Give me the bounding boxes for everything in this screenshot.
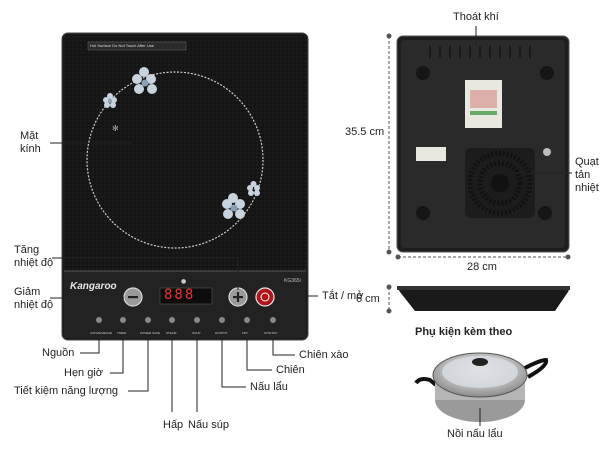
function-button-labels: CONVENIENCE TIMER POWER SAVE STEAM SOUP … xyxy=(86,327,286,335)
timer-button-icon[interactable] xyxy=(120,317,126,323)
label-on-off: Tắt / mở xyxy=(322,290,364,302)
power-save-button-icon[interactable] xyxy=(145,317,151,323)
hotpot-button-icon[interactable] xyxy=(219,317,225,323)
steam-button-icon[interactable] xyxy=(169,317,175,323)
btn-label-hotpot: HOTPOT xyxy=(215,331,228,335)
label-cooling-fan: Quạt tản nhiệt xyxy=(575,156,599,194)
svg-text:✻: ✻ xyxy=(112,124,119,133)
btn-label-timer: TIMER xyxy=(117,331,127,335)
label-hotpot: Nấu lẩu xyxy=(250,381,288,393)
increase-temperature-button[interactable] xyxy=(228,287,248,307)
warning-text: Hot Surface Do Not Touch After Use xyxy=(90,43,154,48)
led-display-frame xyxy=(159,287,213,305)
label-timer: Hẹn giờ xyxy=(64,367,104,379)
decrease-temperature-button[interactable] xyxy=(123,287,143,307)
flower-decoration-large xyxy=(132,67,157,94)
convenience-button-icon[interactable] xyxy=(96,317,102,323)
cooling-fan-grille xyxy=(465,148,535,218)
label-increase-temp: Tăng nhiệt độ xyxy=(14,244,54,269)
label-soup: Nấu súp xyxy=(188,419,229,431)
model-number: KG365i xyxy=(284,278,301,284)
btn-label-convenience: CONVENIENCE xyxy=(90,331,113,335)
label-steam: Hấp xyxy=(163,419,184,431)
label-power-source: Nguồn xyxy=(42,347,75,359)
leader-lines xyxy=(50,26,572,426)
hotpot-accessory xyxy=(414,352,549,422)
pot-right-handle xyxy=(522,357,549,379)
accessory-title: Phụ kiện kèm theo xyxy=(415,326,513,338)
dimension-lines xyxy=(386,33,571,314)
flower-decoration-bottom xyxy=(222,193,245,219)
label-exhaust-vent: Thoát khí xyxy=(453,11,499,23)
label-stir-fry: Chiên xào xyxy=(299,349,349,361)
pot-left-handle xyxy=(414,377,438,387)
flower-decoration-tiny xyxy=(247,181,260,196)
cooktop-front xyxy=(61,32,309,341)
label-fry: Chiên xyxy=(276,364,305,376)
btn-label-stir-fry: STIR FRY xyxy=(264,331,278,335)
svg-text:●: ● xyxy=(181,278,186,285)
dimension-width: 28 cm xyxy=(467,261,497,273)
led-display: 888 xyxy=(164,287,196,303)
btn-label-power-save: POWER SAVE xyxy=(140,331,160,335)
stir-fry-button-icon[interactable] xyxy=(270,317,276,323)
pot-lid-knob xyxy=(472,358,488,366)
btn-label-soup: SOUP xyxy=(192,331,201,335)
dimension-depth: 6 cm xyxy=(356,293,380,305)
label-energy-saving: Tiết kiệm năng lượng xyxy=(14,385,119,397)
brand-logo: Kangaroo xyxy=(70,281,117,292)
cooking-zone-ring xyxy=(86,71,264,249)
label-hotpot-accessory: Nồi nấu lẩu xyxy=(447,428,503,440)
warning-strip xyxy=(87,41,187,51)
warranty-sticker xyxy=(416,147,446,161)
fry-button-icon[interactable] xyxy=(244,317,250,323)
power-toggle-button[interactable] xyxy=(255,287,275,307)
soup-button-icon[interactable] xyxy=(194,317,200,323)
cooktop-side-profile xyxy=(397,286,570,311)
cooktop-back xyxy=(396,35,570,253)
dimension-height: 35.5 cm xyxy=(345,126,385,138)
label-decrease-temp: Giảm nhiệt độ xyxy=(14,286,54,311)
spec-sticker xyxy=(465,80,502,128)
btn-label-steam: STEAM xyxy=(166,331,177,335)
function-buttons-row xyxy=(96,317,276,323)
label-glass-surface: Mặt kính xyxy=(20,130,41,155)
flower-decoration-small xyxy=(103,93,117,108)
btn-label-fry: FRY xyxy=(242,331,248,335)
